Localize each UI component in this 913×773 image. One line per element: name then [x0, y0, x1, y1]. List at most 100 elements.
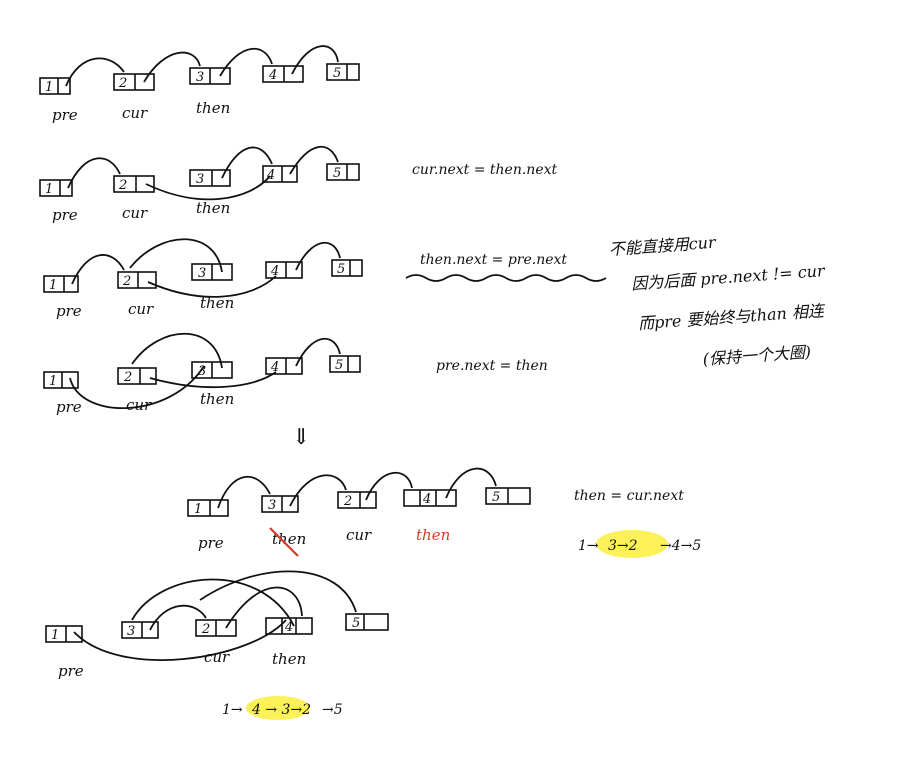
node-value: 2 — [118, 76, 127, 91]
link-arrow — [143, 51, 201, 83]
wavy-underline — [405, 274, 607, 282]
link-arrow — [65, 57, 125, 87]
row-5: 1 3 2 4 5 pre then cur then then = cur.n… — [187, 467, 701, 558]
link-arrow — [145, 175, 271, 201]
row-4: 1 2 3 4 5 pre cur then pre.next = then — [43, 332, 548, 416]
link-arrow — [225, 586, 303, 629]
label-then: then — [200, 294, 234, 312]
label-pre: pre — [56, 302, 82, 320]
node-box — [326, 63, 360, 81]
link-arrow — [219, 48, 273, 77]
result-suffix: →5 — [322, 702, 343, 718]
node-value: 1 — [45, 80, 53, 95]
row-3: 1 2 3 4 5 pre cur then then.next = pre.n… — [43, 238, 607, 320]
node-value: 2 — [343, 494, 352, 509]
equation: cur.next = then.next — [412, 162, 558, 178]
label-cur: cur — [126, 396, 152, 414]
row-2: 1 2 3 4 5 pre cur then cur.next = then.n… — [39, 146, 558, 224]
label-cur: cur — [122, 204, 148, 222]
node-value: 4 — [266, 168, 275, 183]
highlight-mark — [246, 696, 310, 720]
node-value: 3 — [198, 364, 206, 379]
node-value: 4 — [268, 68, 277, 83]
equation: then = cur.next — [574, 488, 684, 504]
node-value: 5 — [492, 490, 500, 505]
node-value: 3 — [127, 624, 135, 639]
link-arrow — [69, 365, 205, 410]
link-arrow — [67, 157, 121, 189]
node-value: 5 — [337, 262, 345, 277]
node-value: 2 — [123, 370, 132, 385]
result-suffix: →4→5 — [660, 538, 701, 554]
node-value: 5 — [335, 358, 343, 373]
node-value: 4 — [422, 492, 431, 507]
result-prefix: 1→ — [222, 702, 243, 718]
label-cur: cur — [346, 526, 372, 544]
label-then: then — [196, 99, 230, 117]
node-value: 1 — [194, 502, 202, 517]
link-arrow — [149, 604, 207, 631]
note-line: (保持一个大圈) — [702, 342, 812, 369]
node-value: 3 — [268, 498, 276, 513]
result-swapped: 3→2 — [608, 538, 638, 554]
note-line: 因为后面 pre.next != cur — [631, 261, 827, 294]
node-value: 5 — [352, 616, 360, 631]
node-value: 1 — [49, 278, 57, 293]
label-then-new: then — [416, 526, 450, 544]
node-value: 1 — [51, 628, 59, 643]
node-value: 4 — [284, 620, 293, 635]
node-value: 3 — [198, 266, 206, 281]
label-cur: cur — [204, 648, 230, 666]
link-arrow — [365, 472, 413, 501]
link-arrow — [291, 45, 339, 75]
node-value: 2 — [122, 274, 131, 289]
label-pre: pre — [52, 106, 78, 124]
result-swapped: 4 → 3→2 — [251, 702, 311, 718]
node-value: 2 — [201, 622, 210, 637]
link-arrow — [131, 578, 295, 627]
link-arrow — [289, 146, 339, 175]
node-value: 3 — [196, 172, 204, 187]
label-then: then — [200, 390, 234, 408]
label-pre: pre — [58, 662, 84, 680]
node-value: 5 — [333, 166, 341, 181]
node-value: 4 — [270, 264, 279, 279]
note-line: 不能直接用cur — [608, 233, 717, 260]
link-arrow — [73, 619, 287, 661]
node-value: 2 — [118, 178, 127, 193]
label-then: then — [272, 650, 306, 668]
label-then: then — [196, 199, 230, 217]
node-value: 4 — [270, 360, 279, 375]
node-value: 1 — [49, 374, 57, 389]
label-pre: pre — [198, 534, 224, 552]
result-prefix: 1→ — [578, 538, 599, 554]
label-pre: pre — [52, 206, 78, 224]
link-arrow — [295, 338, 341, 367]
link-arrow — [199, 570, 357, 613]
link-arrow — [149, 371, 277, 389]
row-1: 1 2 3 4 5 pre cur then — [39, 45, 360, 124]
link-arrow — [131, 332, 223, 369]
label-then-old: then — [272, 530, 306, 548]
label-cur: cur — [128, 300, 154, 318]
link-arrow — [289, 474, 347, 507]
equation: then.next = pre.next — [420, 252, 567, 268]
node-value: 3 — [196, 70, 204, 85]
node-value: 1 — [45, 182, 53, 197]
label-cur: cur — [122, 104, 148, 122]
node-box — [262, 65, 304, 83]
link-arrow — [217, 476, 271, 509]
link-arrow — [147, 275, 277, 298]
node-box — [113, 73, 155, 91]
side-note: 不能直接用cur 因为后面 pre.next != cur 而pre 要始终与t… — [608, 233, 827, 369]
link-arrow — [129, 238, 223, 273]
down-arrow-icon: ⇓ — [292, 425, 310, 450]
link-arrow — [221, 146, 273, 179]
link-arrow — [71, 254, 125, 285]
node-value: 5 — [333, 66, 341, 81]
highlight-mark — [596, 530, 668, 558]
strike-mark — [269, 527, 299, 557]
node-box — [39, 77, 71, 95]
link-arrow — [445, 467, 497, 499]
